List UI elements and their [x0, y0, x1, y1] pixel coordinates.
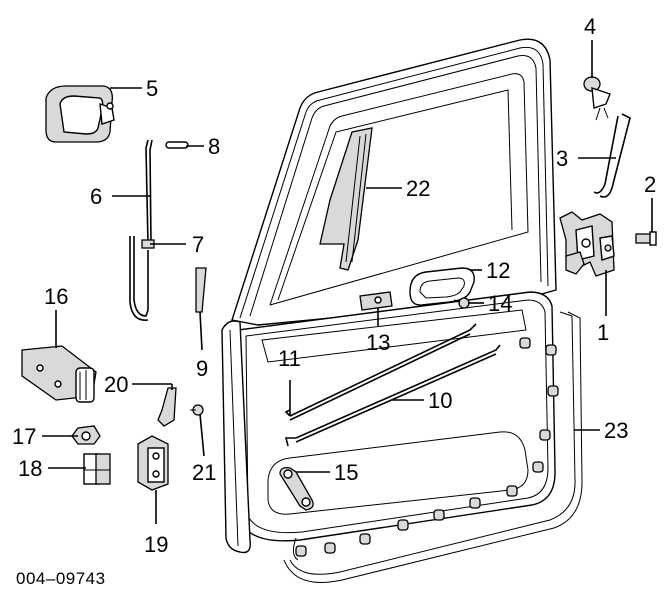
callout-labels: 1 2 3 4 5 6 7 8 9 10 11 12 13 14 15 16 1… — [12, 14, 656, 557]
pad-9 — [195, 267, 207, 313]
callout-23: 23 — [604, 418, 628, 443]
callout-2: 2 — [644, 172, 656, 197]
inside-handle — [409, 267, 475, 306]
callout-6: 6 — [90, 184, 102, 209]
callout-18: 18 — [18, 456, 42, 481]
lock-bracket — [359, 291, 393, 311]
bracket-20 — [157, 387, 177, 427]
screw-2 — [635, 231, 657, 246]
callout-22: 22 — [406, 176, 430, 201]
hinge-16 — [21, 345, 97, 403]
leader-lines — [42, 40, 653, 524]
door-latch — [559, 211, 615, 277]
lock-rods — [284, 323, 501, 447]
clip-21 — [190, 404, 204, 416]
callout-12: 12 — [486, 258, 510, 283]
callout-17: 17 — [12, 424, 36, 449]
callout-11: 11 — [278, 346, 301, 371]
callout-20: 20 — [104, 372, 128, 397]
door-frame — [221, 38, 557, 554]
rod-6 — [145, 139, 153, 245]
callout-21: 21 — [192, 460, 216, 485]
callout-3: 3 — [556, 146, 568, 171]
callout-14: 14 — [488, 291, 512, 316]
callout-15: 15 — [334, 460, 358, 485]
link-15 — [279, 466, 314, 511]
diagram-code: 004–09743 — [16, 569, 106, 588]
bracket-19 — [137, 435, 169, 491]
rod-end-7 — [129, 236, 155, 321]
callout-10: 10 — [428, 388, 452, 413]
callout-16: 16 — [44, 284, 68, 309]
weatherstrip-seal — [283, 311, 583, 583]
callout-1: 1 — [597, 320, 609, 345]
callout-7: 7 — [192, 232, 204, 257]
lock-cylinder — [583, 76, 611, 121]
callout-13: 13 — [366, 330, 390, 355]
callout-8: 8 — [208, 134, 220, 159]
outside-handle — [45, 85, 115, 143]
callout-5: 5 — [146, 76, 158, 101]
hinge-pin-18 — [83, 453, 111, 485]
latch-rod — [593, 113, 631, 198]
vent-channel — [319, 127, 373, 271]
callout-4: 4 — [584, 14, 596, 39]
callout-19: 19 — [144, 532, 168, 557]
nut-17 — [71, 425, 101, 445]
callout-9: 9 — [196, 356, 208, 381]
clip-8 — [165, 141, 189, 149]
